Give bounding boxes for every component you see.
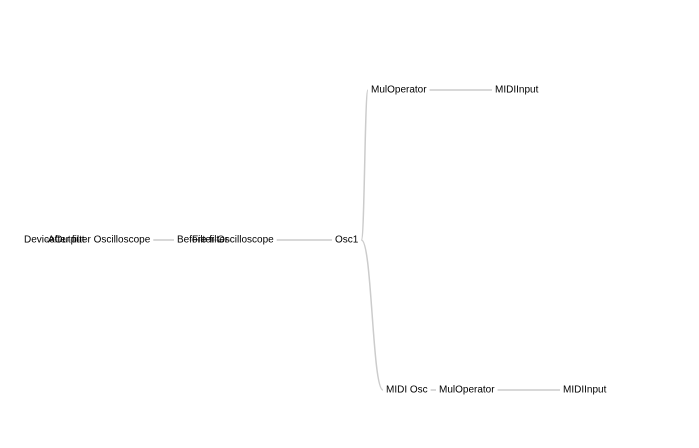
node-label-n8: MIDI Osc — [386, 385, 428, 396]
node-label-n1: DeviceOutput — [24, 235, 85, 246]
link-n5-n8 — [360, 239, 384, 391]
node-label-n7: MIDIInput — [495, 85, 539, 96]
node-label-n6: MulOperator — [371, 85, 427, 96]
link-n5-n6 — [360, 89, 369, 241]
node-label-n2: After filter Oscilloscope — [48, 235, 151, 246]
node-label-n5: Osc1 — [335, 235, 359, 246]
node-label-n4: Filter Oscilloscope — [192, 235, 274, 246]
node-label-n3: Before filter — [177, 235, 229, 246]
node-label-n9: MulOperator — [439, 385, 495, 396]
graph-links — [45, 89, 560, 391]
node-label-n10: MIDIInput — [563, 385, 607, 396]
